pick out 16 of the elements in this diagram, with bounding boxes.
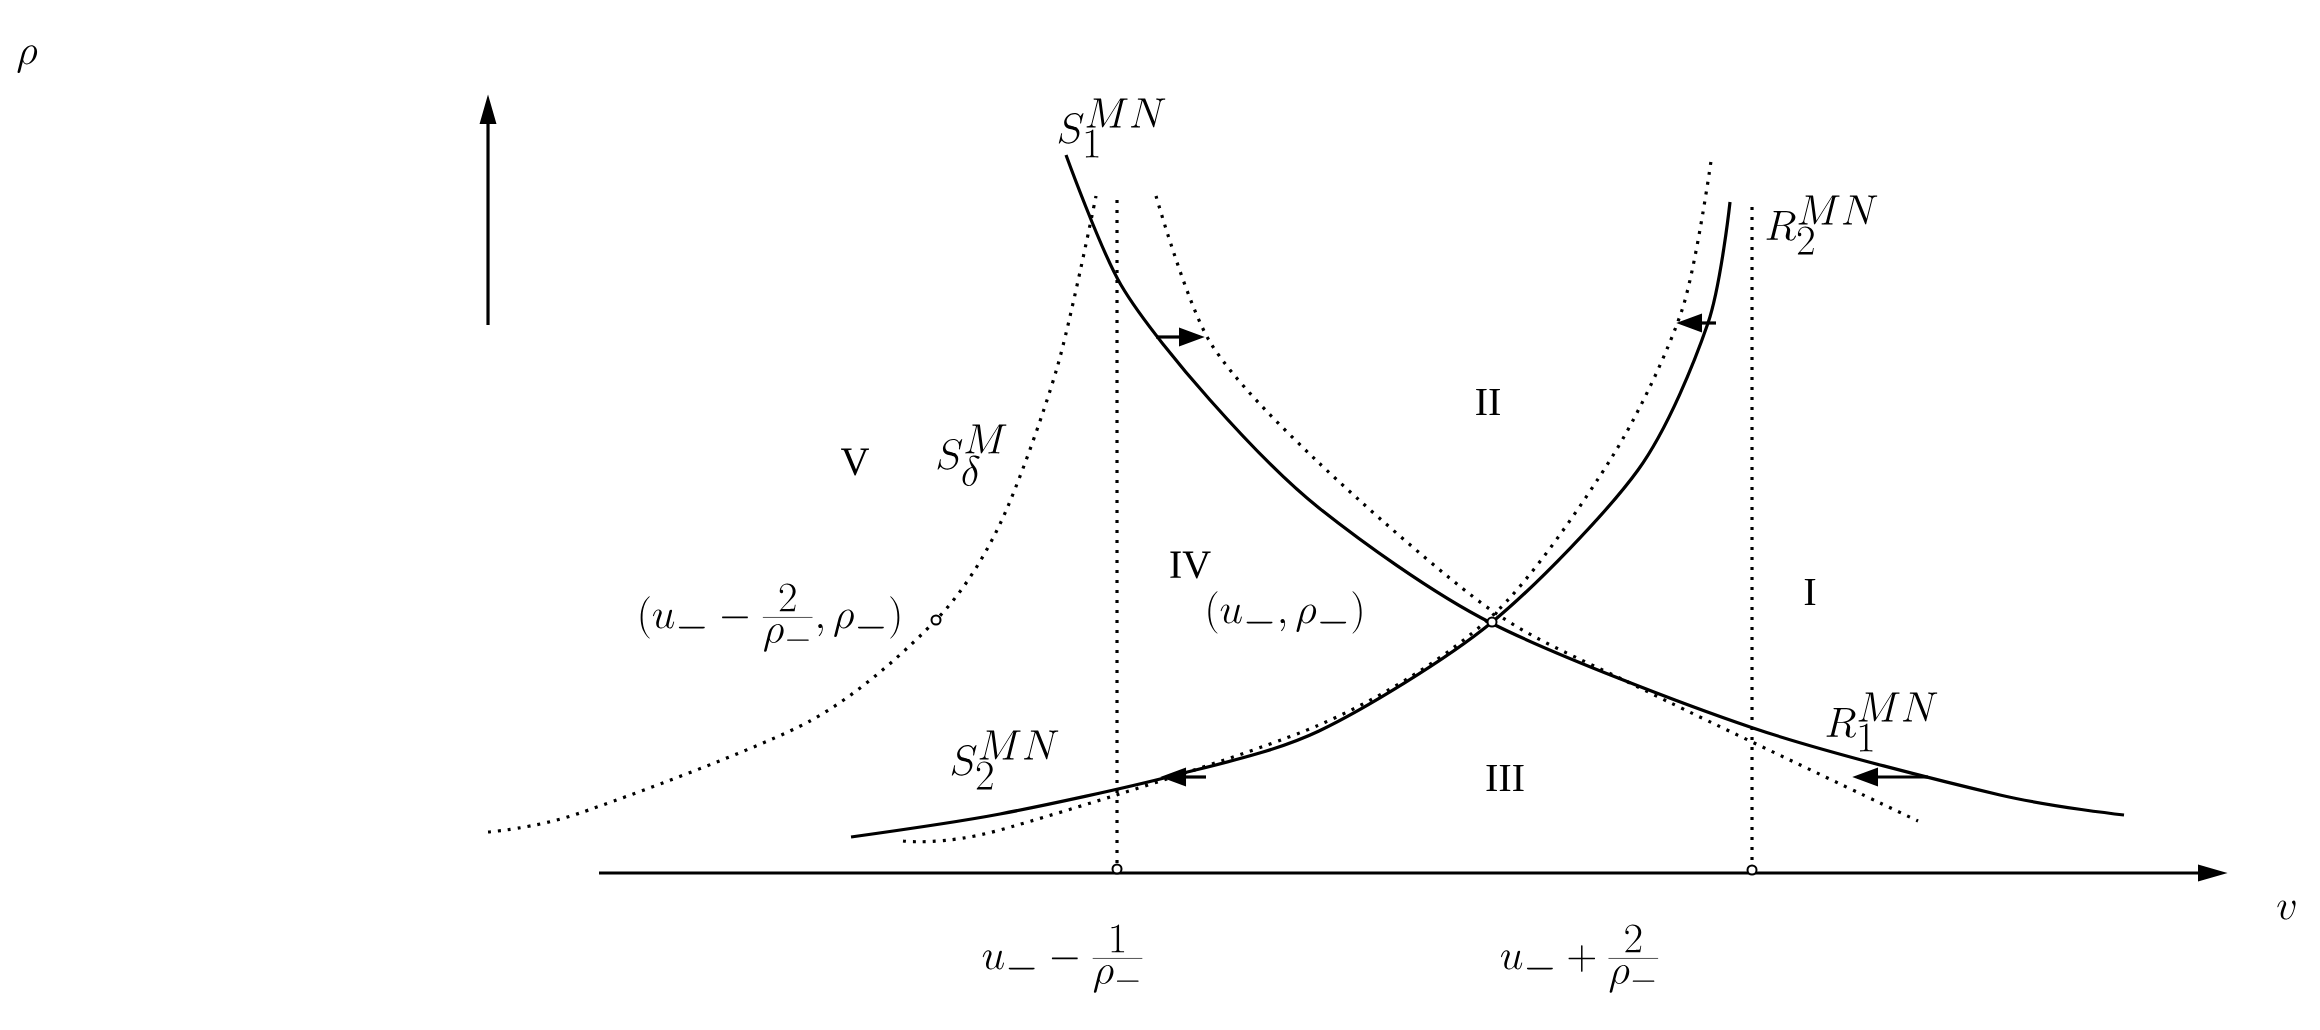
region-label: I [1804, 578, 1816, 606]
point-label: $(u_-,\rho_-)$ [1208, 591, 1362, 634]
region-label: IV [1170, 551, 1211, 579]
axis-label: $u_- - \frac{1}{\rho_-}$ [982, 924, 1143, 993]
axis-label: $\rho$ [17, 45, 38, 74]
curve-label: $S_1^{MN}$ [1058, 98, 1166, 158]
curve-label: $R_2^{MN}$ [1766, 195, 1878, 255]
axis-label: $v$ [2277, 900, 2296, 920]
region-label: V [841, 448, 869, 476]
curve-label: $S_2^{MN}$ [951, 730, 1059, 790]
curve-label: $S_\delta^M$ [937, 424, 1007, 486]
region-label: III [1486, 764, 1524, 792]
axis-label: $u_- + \frac{2}{\rho_-}$ [1501, 924, 1659, 993]
curve-label: $R_1^{MN}$ [1826, 692, 1938, 752]
region-label: II [1476, 388, 1500, 416]
point-label: $(u_- - \frac{2}{\rho_-},\rho_-)$ [640, 583, 900, 652]
